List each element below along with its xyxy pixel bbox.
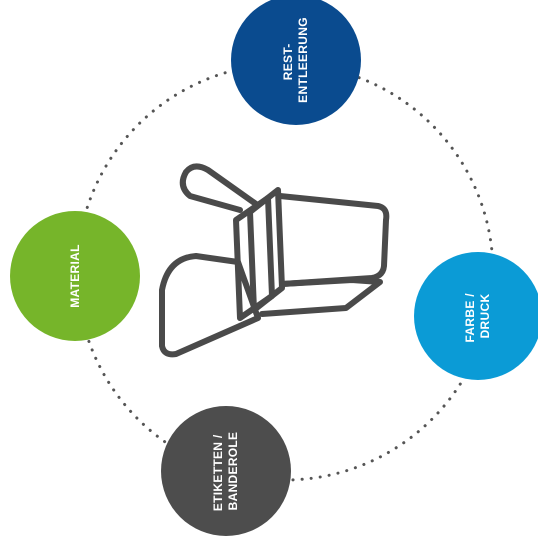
svg-text:FARBE / DRUCK: FARBE / DRUCK	[463, 289, 492, 342]
svg-text:REST- ENTLEERUNG: REST- ENTLEERUNG	[281, 17, 310, 103]
node-material: MATERIAL	[10, 211, 140, 341]
node-farbe-druck-line-1: FARBE /	[463, 293, 477, 343]
node-farbe-druck-line-2: DRUCK	[478, 294, 492, 339]
node-etiketten-banderole-line-2: BANDEROLE	[226, 432, 240, 511]
svg-text:MATERIAL: MATERIAL	[68, 244, 82, 308]
node-etiketten-banderole: ETIKETTEN / BANDEROLE	[161, 406, 291, 536]
node-restentleerung-line-2: ENTLEERUNG	[296, 17, 310, 103]
node-farbe-druck-circle	[414, 252, 538, 380]
node-restentleerung-circle	[231, 0, 361, 125]
node-restentleerung-line-1: REST-	[281, 43, 295, 80]
node-etiketten-banderole-line-1: ETIKETTEN /	[211, 434, 225, 511]
node-farbe-druck: FARBE / DRUCK	[414, 252, 538, 380]
paint-bucket-tipping-icon	[159, 163, 390, 358]
svg-text:ETIKETTEN / BANDEROLE: ETIKETTEN / BANDEROLE	[211, 431, 240, 511]
node-material-circle	[10, 211, 140, 341]
node-restentleerung: REST- ENTLEERUNG	[231, 0, 361, 125]
node-etiketten-banderole-circle	[161, 406, 291, 536]
node-material-line-1: MATERIAL	[68, 244, 82, 308]
